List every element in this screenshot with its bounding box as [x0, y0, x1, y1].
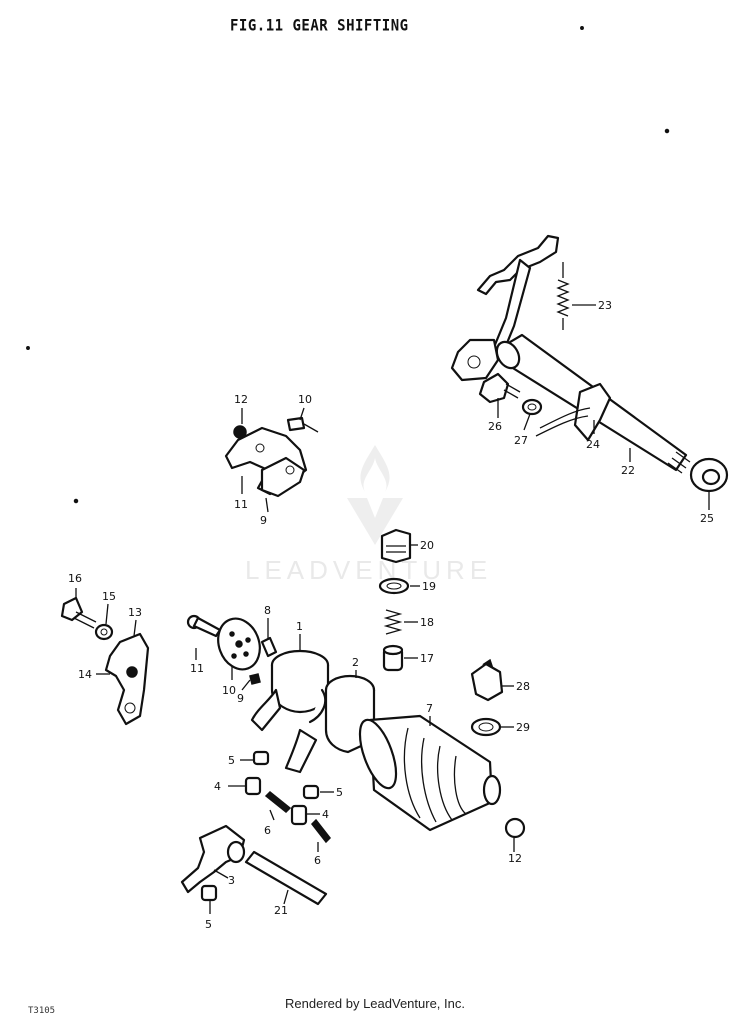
- cam-plug-12: [504, 817, 526, 839]
- callout-14: 10: [298, 393, 312, 406]
- gearshift-fork-3: [180, 824, 246, 894]
- callout-5-upper: 5: [228, 754, 235, 767]
- bolt-20: [60, 596, 97, 629]
- cam-guide-plate: [224, 426, 308, 498]
- callout-21: 17: [420, 652, 434, 665]
- oil-seal: [689, 457, 729, 493]
- callout-13: 9: [260, 514, 267, 527]
- scan-specks: [26, 26, 670, 504]
- washer-19: [94, 623, 114, 641]
- bolt-11: [186, 614, 222, 638]
- callout-33: 29: [516, 721, 530, 734]
- gearshift-fork-1: [250, 649, 330, 732]
- callout-10: 10: [222, 684, 236, 697]
- callout-9: 9: [237, 692, 244, 705]
- pin-9: [249, 673, 261, 685]
- callout-28: 24: [586, 438, 600, 451]
- pin-8: [260, 636, 278, 658]
- callout-22: 18: [420, 616, 434, 629]
- callout-17: 13: [128, 606, 142, 619]
- fork-shaft-25: [244, 850, 328, 906]
- callout-11: 11: [190, 662, 204, 675]
- callout-8: 8: [264, 604, 271, 617]
- screw-16: [233, 425, 247, 439]
- callout-32: 28: [516, 680, 530, 693]
- callout-7-number: 7: [426, 702, 433, 715]
- gasket-33: [470, 717, 502, 737]
- figure-title: FIG.11 GEAR SHIFTING: [230, 16, 409, 36]
- return-spring: [556, 262, 570, 330]
- callout-20: 16: [68, 572, 82, 585]
- cam-driven-gear: [217, 617, 261, 671]
- callout-23: 19: [422, 580, 436, 593]
- neutral-switch-32: [470, 658, 504, 702]
- stopper-bolt: [478, 372, 521, 404]
- callout-24: 20: [420, 539, 434, 552]
- pin-6-right: [311, 818, 331, 844]
- callout-5-right: 5: [336, 786, 343, 799]
- washer-31: [521, 398, 543, 416]
- shift-lever-arm: [450, 234, 560, 382]
- rendered-by-footer: Rendered by LeadVenture, Inc.: [285, 996, 465, 1011]
- roller-5-right: [302, 784, 320, 800]
- callout-labels: 23 26 27 24 22 25 12 10 11 9 20 19 18 17…: [68, 299, 714, 931]
- watermark-text: LEADVENTURE: [245, 555, 493, 585]
- callout-25: 21: [274, 904, 288, 917]
- gear-shift-arm: [104, 632, 150, 726]
- callout-30: 26: [488, 420, 502, 433]
- callout-5-lower: 5: [205, 918, 212, 931]
- callout-2: 2: [352, 656, 359, 669]
- stopper-21: [382, 644, 404, 672]
- callout-15: 11: [234, 498, 248, 511]
- callout-4-left: 4: [214, 780, 221, 793]
- roller-5-lower: [200, 884, 218, 902]
- shift-fork-plate: [535, 382, 612, 442]
- screw-14: [286, 416, 319, 433]
- roller-4-left: [244, 776, 262, 796]
- callout-29: 25: [700, 512, 714, 525]
- callout-27: 23: [598, 299, 612, 312]
- pin-6-left: [264, 790, 292, 814]
- spring-22: [383, 609, 403, 635]
- callout-26: 22: [621, 464, 635, 477]
- page-corner-code: T3105: [28, 1006, 56, 1016]
- roller-4-right: [290, 804, 308, 826]
- callout-12: 12: [508, 852, 522, 865]
- callout-6-right: 6: [314, 854, 321, 867]
- callout-1: 1: [296, 620, 303, 633]
- leader-lines: [75, 304, 710, 914]
- callout-18: 14: [78, 668, 92, 681]
- callout-3: 3: [228, 874, 235, 887]
- callout-19: 15: [102, 590, 116, 603]
- callout-6-left: 6: [264, 824, 271, 837]
- gearshift-cam: [358, 714, 502, 832]
- leadventure-logo-watermark: [347, 445, 403, 545]
- callout-4-right: 4: [322, 808, 329, 821]
- callout-31: 27: [514, 434, 528, 447]
- roller-5-upper: [252, 750, 270, 766]
- gasket-23: [378, 577, 410, 595]
- callout-16: 12: [234, 393, 248, 406]
- plug-24: [380, 528, 412, 564]
